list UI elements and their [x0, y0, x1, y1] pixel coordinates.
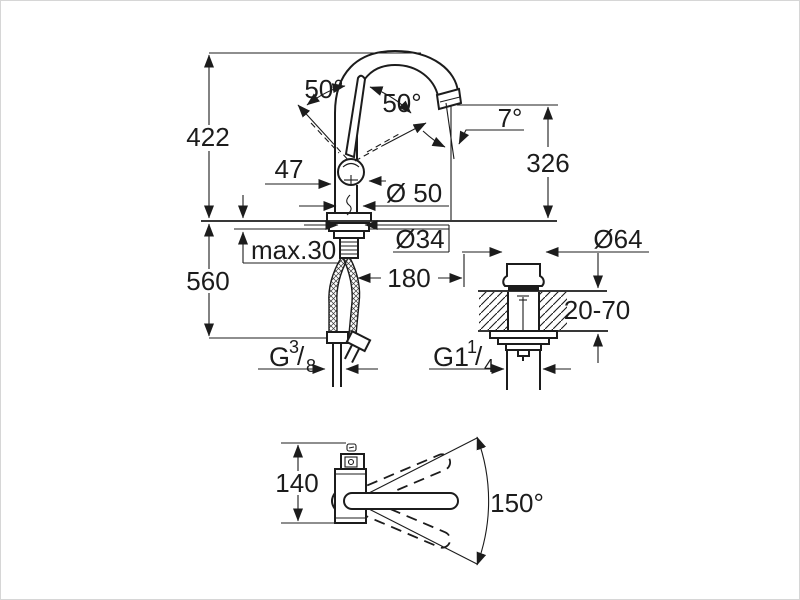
spout-top-view [343, 492, 459, 510]
dim-cap-diameter-64: Ø64 [462, 224, 649, 257]
dim-label-180: 180 [387, 263, 430, 293]
thread-label-g: G [269, 342, 290, 372]
dim-counter-range-2070: 20-70 [564, 253, 631, 363]
dim-label-326: 326 [526, 148, 569, 178]
thread-label-sub: 8 [306, 356, 316, 376]
handle-inner-detail [344, 456, 358, 468]
dim-thread-g38: G 3 / 8 [258, 337, 378, 376]
threaded-shank [339, 237, 359, 259]
body-cartridge-line [346, 194, 352, 216]
dim-height-422: 422 [186, 54, 230, 219]
mounting-hardware [328, 222, 370, 259]
thread-label-sub: 4 [484, 356, 494, 376]
drain-cap [502, 263, 545, 287]
dim-body-diameter-50: Ø 50 [299, 178, 449, 211]
drain-detail-view: Ø64 20-70 G1 1 / 4 [429, 224, 649, 390]
lever-ball-detail-arc [342, 162, 360, 168]
dim-spout-height-326: 326 [526, 106, 570, 219]
dim-label-d34: Ø34 [395, 224, 444, 254]
spout-position-upper [344, 453, 452, 509]
mounting-nut [333, 230, 365, 239]
drain-outline [478, 263, 608, 390]
side-view: 422 560 max.30 47 Ø 50 [186, 49, 570, 387]
dim-deck-max30: max.30 [238, 195, 338, 265]
dim-lever-angle-right: 50° [354, 86, 427, 162]
lever-tilt-dashed-right [354, 145, 383, 162]
angle-label-150: 150° [490, 488, 544, 518]
drain-gasket [508, 286, 539, 291]
lever-silhouette-dashed-left [310, 122, 340, 154]
dim-projection-180: 180 [357, 263, 463, 293]
aerator-detail-line [439, 96, 461, 103]
handle-top-view [340, 453, 365, 470]
dim-thread-g114: G1 1 / 4 [429, 337, 571, 376]
counter-section-left [479, 292, 508, 330]
dim-label-140: 140 [275, 468, 318, 498]
hose-nut-left [326, 331, 349, 344]
dim-label-2070: 20-70 [564, 295, 631, 325]
dim-lever-angle-left: 50° [297, 74, 351, 163]
dim-outlet-angle-7: 7° [422, 103, 524, 148]
angle-label-50-left: 50° [304, 74, 343, 104]
handle-dot [347, 458, 355, 466]
angle-arc-left [306, 83, 346, 106]
lever-tilt-line-left [297, 104, 331, 141]
thread-label-g1: G1 [433, 342, 469, 372]
spout-outer-curve [334, 49, 459, 114]
dim-label-d64: Ø64 [593, 224, 642, 254]
supply-hose-left [328, 257, 350, 333]
swivel-arc [476, 436, 490, 566]
mounting-washer [328, 222, 370, 232]
dim-height-560: 560 [186, 223, 230, 337]
angle-leader [458, 129, 524, 145]
dim-shank-diameter-34: Ø34 [304, 220, 450, 254]
lever-tip-mark [346, 443, 357, 452]
angle-arc [422, 130, 446, 148]
thread-label-sup: 3 [289, 337, 299, 357]
outlet-stream-line [445, 102, 455, 160]
spout-dashed-upper [344, 453, 452, 509]
hose-fitting-left [326, 331, 349, 387]
thread-label-slash: / [297, 341, 305, 371]
dim-handle-47: 47 [265, 154, 386, 189]
dim-label-422: 422 [186, 122, 229, 152]
faucet-outline [326, 49, 463, 387]
swivel-extension-upper [362, 437, 478, 497]
dim-depth-140: 140 [275, 442, 346, 524]
lever-tilt-dashed-left [329, 139, 351, 163]
swivel-extension-lower [362, 505, 478, 565]
hose-fitting-right [344, 329, 372, 363]
spout-position-lower [344, 493, 452, 549]
hose-thread-right-a [344, 344, 354, 360]
lever-silhouette-dashed-right [366, 133, 400, 153]
lever-tilt-line-right [381, 122, 427, 147]
dim-label-max30: max.30 [251, 235, 336, 265]
dim-label-d50: Ø 50 [386, 178, 442, 208]
top-view: 150° 140 [275, 436, 544, 566]
supply-hose-right [341, 257, 361, 336]
drain-flange [489, 330, 558, 339]
thread-label-slash: / [475, 341, 483, 371]
drain-pin-body [517, 349, 530, 357]
hose-thread-right-b [351, 347, 361, 363]
body-pivot-bump [331, 492, 336, 510]
dim-label-560: 560 [186, 266, 229, 296]
angle-label-50-right: 50° [382, 88, 421, 118]
lever-handle [344, 74, 367, 159]
lever-tip-detail [348, 446, 355, 449]
hose-nut-right [345, 329, 372, 353]
thread-label-sup: 1 [467, 337, 477, 357]
angle-label-7: 7° [498, 103, 523, 133]
spout-aerator [435, 87, 463, 111]
spout-dashed-lower [344, 493, 452, 549]
counter-section-right [539, 292, 567, 330]
dim-label-47: 47 [275, 154, 304, 184]
angle-arc-right [369, 86, 412, 114]
base-flange [326, 212, 372, 221]
